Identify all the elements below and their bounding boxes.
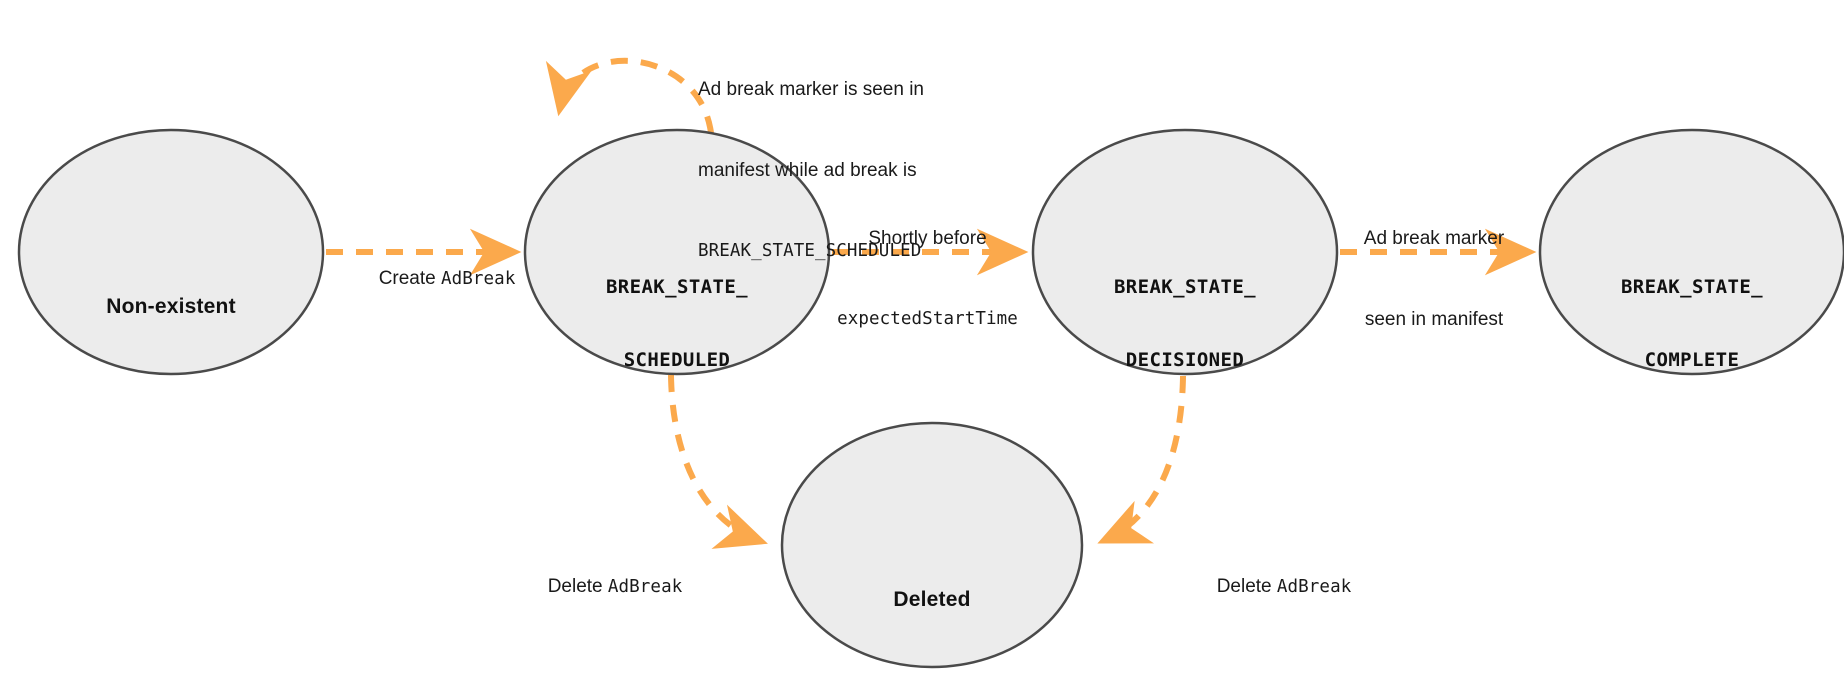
- edge-label-decisioned-to-deleted: Delete AdBreak: [1185, 493, 1352, 682]
- edge-label-scheduled-to-deleted: Delete AdBreak: [516, 493, 683, 682]
- node-break-state-decisioned[interactable]: [1031, 128, 1339, 376]
- edge-create-adbreak-text-1: Create: [378, 267, 441, 289]
- edge-decisioned-deleted-text-2: AdBreak: [1276, 576, 1352, 597]
- node-deleted[interactable]: [780, 421, 1084, 669]
- edge-label-scheduled-to-decisioned: Shortly before expectedStartTime: [820, 172, 1035, 386]
- edge-scheduled-deleted-text-1: Delete: [547, 575, 608, 597]
- edge-self-loop-text-3: BREAK_STATE_SCHEDULED: [698, 240, 922, 261]
- edge-decisioned-deleted-text-1: Delete: [1216, 575, 1277, 597]
- edge-scheduled-self-loop: [545, 58, 714, 134]
- edge-label-decisioned-to-complete: Ad break marker seen in manifest: [1334, 172, 1534, 388]
- edge-decisioned-to-deleted-path: [1097, 375, 1186, 544]
- edge-scheduled-decisioned-text-1: Shortly before: [868, 227, 987, 249]
- edge-label-create-adbreak: Create AdBreak: [347, 185, 516, 374]
- node-break-state-complete[interactable]: [1538, 128, 1844, 376]
- edge-decisioned-complete-text-1: Ad break marker: [1363, 227, 1505, 249]
- node-non-existent[interactable]: [17, 128, 325, 376]
- edge-decisioned-to-deleted: [1097, 375, 1186, 544]
- edge-create-adbreak-text-2: AdBreak: [441, 268, 516, 289]
- edge-decisioned-complete-text-2: seen in manifest: [1364, 308, 1504, 330]
- edge-scheduled-self-loop-path: [545, 58, 714, 134]
- edge-self-loop-text-2: manifest while ad break is: [698, 159, 917, 181]
- node-break-state-scheduled[interactable]: [523, 128, 831, 376]
- edge-self-loop-text-1: Ad break marker is seen in: [698, 78, 924, 100]
- edge-scheduled-deleted-text-2: AdBreak: [607, 576, 683, 597]
- edge-label-scheduled-self-loop: Ad break marker is seen in manifest whil…: [698, 23, 924, 318]
- edge-scheduled-decisioned-text-2: expectedStartTime: [837, 308, 1018, 329]
